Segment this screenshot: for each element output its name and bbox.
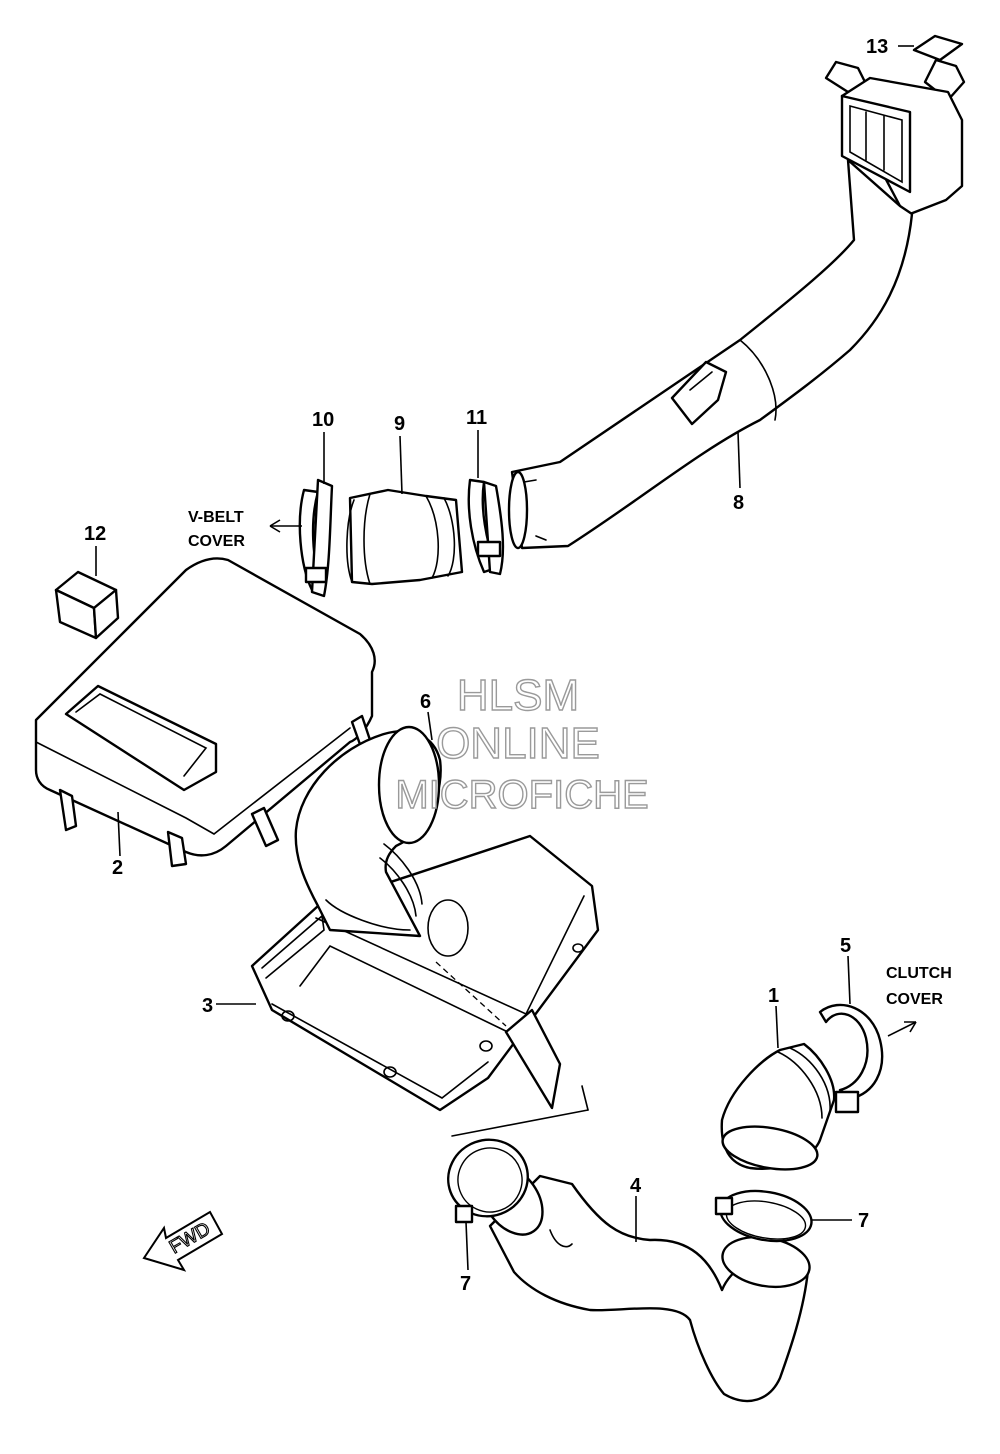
part-13-pad[interactable] bbox=[912, 34, 964, 62]
part-10-clamp[interactable] bbox=[298, 478, 334, 598]
part-3-cleaner-case[interactable] bbox=[250, 834, 600, 1137]
watermark-line2: ONLINE bbox=[436, 719, 600, 768]
part-12-pad[interactable] bbox=[54, 570, 120, 640]
callout-13: 13 bbox=[866, 36, 888, 58]
watermark-line3: MICROFICHE bbox=[395, 773, 648, 817]
clutch-cover-note: CLUTCH COVER bbox=[886, 965, 952, 1008]
part-8-intake-duct[interactable] bbox=[507, 58, 966, 550]
part-7-clamp-right[interactable] bbox=[714, 1184, 815, 1247]
clutch-note-line2: COVER bbox=[886, 991, 943, 1008]
part-2-cleaner-cover[interactable] bbox=[34, 557, 376, 868]
part-9-joint-hose[interactable] bbox=[346, 488, 464, 586]
leader-lines bbox=[95, 45, 914, 1271]
arrow-to-clutch-cover bbox=[887, 1021, 917, 1037]
vbelt-note-line1: V-BELT bbox=[188, 509, 244, 526]
part-6-elbow[interactable] bbox=[294, 725, 442, 938]
watermark-line1: HLSM bbox=[457, 671, 579, 720]
callout-7-right: 7 bbox=[858, 1210, 869, 1232]
callout-10: 10 bbox=[312, 409, 334, 431]
callout-11: 11 bbox=[466, 407, 487, 429]
callout-8: 8 bbox=[733, 492, 744, 514]
callout-1: 1 bbox=[768, 985, 779, 1007]
fwd-arrow-icon: FWD bbox=[142, 1210, 224, 1272]
callout-9: 9 bbox=[394, 413, 405, 435]
part-11-clamp[interactable] bbox=[467, 478, 505, 576]
arrow-to-vbelt-cover bbox=[269, 519, 302, 533]
callout-7-left: 7 bbox=[460, 1273, 471, 1295]
callout-6: 6 bbox=[420, 691, 431, 713]
watermark: HLSM ONLINE MICROFICHE bbox=[395, 670, 650, 817]
clutch-note-line1: CLUTCH bbox=[886, 965, 952, 982]
callout-12: 12 bbox=[84, 523, 106, 545]
part-1-elbow[interactable] bbox=[719, 1042, 860, 1176]
callout-2: 2 bbox=[112, 857, 123, 879]
vbelt-note-line2: COVER bbox=[188, 533, 245, 550]
callout-5: 5 bbox=[840, 935, 851, 957]
callout-3: 3 bbox=[202, 995, 213, 1017]
callout-numbers: 13 8 10 9 11 12 2 3 6 5 1 7 4 7 bbox=[84, 36, 888, 1295]
vbelt-cover-note: V-BELT COVER bbox=[188, 509, 245, 550]
part-7-clamp-left[interactable] bbox=[437, 1129, 538, 1228]
callout-4: 4 bbox=[630, 1175, 642, 1197]
